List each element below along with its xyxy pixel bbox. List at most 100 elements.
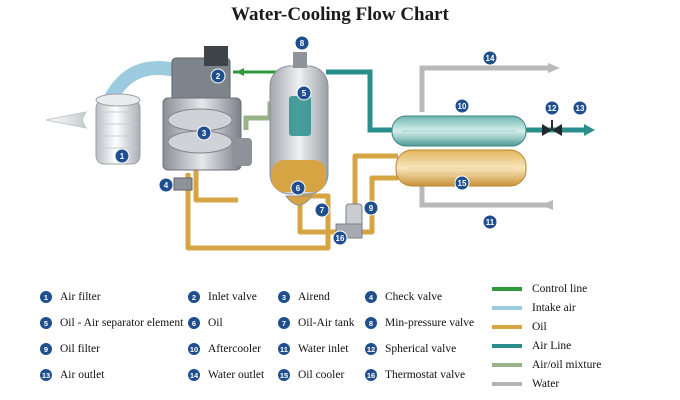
legend-label: Aftercooler	[208, 343, 261, 355]
legend-label: Oil cooler	[298, 369, 345, 381]
callout-circle	[454, 175, 470, 191]
callout-badge-5: 5	[296, 85, 312, 101]
legend-number-badge: 15	[278, 369, 290, 381]
line-legend-item: Air Line	[492, 340, 571, 352]
legend-item-12: 12 Spherical valve	[365, 343, 456, 355]
callout-badge-14: 14	[482, 50, 498, 66]
legend-label: Inlet valve	[208, 291, 257, 303]
oil-cooler	[395, 149, 527, 187]
legend-number-badge: 2	[188, 291, 200, 303]
callout-number: 4	[164, 181, 169, 190]
callout-number: 15	[458, 179, 467, 188]
legend-label: Water inlet	[298, 343, 349, 355]
legend-label: Oil filter	[60, 343, 100, 355]
callout-circle	[544, 100, 560, 116]
water-outlet-arrow	[548, 63, 560, 73]
callout-number: 14	[486, 54, 495, 63]
legend-label: Spherical valve	[385, 343, 457, 355]
callout-badge-16: 16	[332, 230, 348, 246]
intake-air-duct	[103, 61, 182, 107]
chart-title: Water-Cooling Flow Chart	[231, 4, 449, 25]
callout-circle	[290, 180, 306, 196]
callout-badge-7: 7	[314, 202, 330, 218]
legend-item-2: 2 Inlet valve	[188, 291, 257, 303]
legend-item-5: 5 Oil - Air separator element	[40, 317, 183, 329]
water-inlet-arrow	[541, 200, 553, 210]
line-swatch	[492, 344, 522, 348]
legend-number-badge: 10	[188, 343, 200, 355]
legend-label: Air filter	[60, 291, 101, 303]
callout-circle	[332, 230, 348, 246]
callout-badge-8: 8	[294, 35, 310, 51]
legend-number-badge: 7	[278, 317, 290, 329]
line-legend-label: Control line	[532, 283, 588, 295]
callout-circle	[454, 98, 470, 114]
legend-number-badge: 9	[40, 343, 52, 355]
line-legend-item: Control line	[492, 283, 587, 295]
callout-badge-11: 11	[482, 214, 498, 230]
callout-badge-6: 6	[290, 180, 306, 196]
legend-label: Thermostat valve	[385, 369, 466, 381]
callout-number: 8	[300, 39, 305, 48]
legend-label: Min-pressure valve	[385, 317, 475, 329]
callout-number: 11	[486, 218, 495, 227]
callout-circle	[296, 85, 312, 101]
line-swatch	[492, 382, 522, 386]
callout-number: 1	[120, 152, 125, 161]
legend-number-badge: 5	[40, 317, 52, 329]
legend-item-9: 9 Oil filter	[40, 343, 100, 355]
callout-number: 12	[548, 104, 557, 113]
line-swatch	[492, 306, 522, 310]
callout-number: 7	[320, 206, 325, 215]
callout-badge-4: 4	[158, 177, 174, 193]
legend-item-10: 10 Aftercooler	[188, 343, 261, 355]
line-legend-label: Air/oil mixture	[532, 359, 602, 371]
intake-arrow	[45, 111, 87, 129]
callout-circle	[482, 214, 498, 230]
line-legend-item: Water	[492, 378, 559, 390]
callout-number: 6	[296, 184, 301, 193]
legend-label: Air outlet	[60, 369, 105, 381]
callout-number: 9	[369, 204, 374, 213]
legend-number-badge: 4	[365, 291, 377, 303]
callout-circle	[210, 68, 226, 84]
callout-circle	[363, 200, 379, 216]
callout-circle	[294, 35, 310, 51]
legend-number-badge: 3	[278, 291, 290, 303]
line-legend-label: Air Line	[532, 340, 572, 352]
callout-number: 3	[202, 129, 207, 138]
callout-badge-9: 9	[363, 200, 379, 216]
callout-number: 10	[458, 102, 467, 111]
callout-badge-3: 3	[196, 125, 212, 141]
legend-number-badge: 1	[40, 291, 52, 303]
legend-label: Oil - Air separator element	[60, 317, 184, 329]
legend-label: Oil	[208, 317, 223, 329]
air-line	[326, 69, 392, 133]
legend-item-13: 13 Air outlet	[40, 369, 104, 381]
line-swatch	[492, 363, 522, 367]
legend-number-badge: 6	[188, 317, 200, 329]
air-filter	[95, 93, 141, 165]
callout-number: 2	[216, 72, 221, 81]
legend-number-badge: 11	[278, 343, 290, 355]
callout-circle	[314, 202, 330, 218]
legend-item-6: 6 Oil	[188, 317, 223, 329]
line-swatch	[492, 287, 522, 291]
legend-number-badge: 13	[40, 369, 52, 381]
legend-number-badge: 12	[365, 343, 377, 355]
callout-circle	[196, 125, 212, 141]
legend-item-11: 11 Water inlet	[278, 343, 348, 355]
callout-badge-15: 15	[454, 175, 470, 191]
legend-item-1: 1 Air filter	[40, 291, 101, 303]
callout-circle	[158, 177, 174, 193]
line-legend-label: Intake air	[532, 302, 576, 314]
callout-badge-2: 2	[210, 68, 226, 84]
callout-circle	[572, 100, 588, 116]
line-swatch	[492, 325, 522, 329]
callout-circle	[482, 50, 498, 66]
